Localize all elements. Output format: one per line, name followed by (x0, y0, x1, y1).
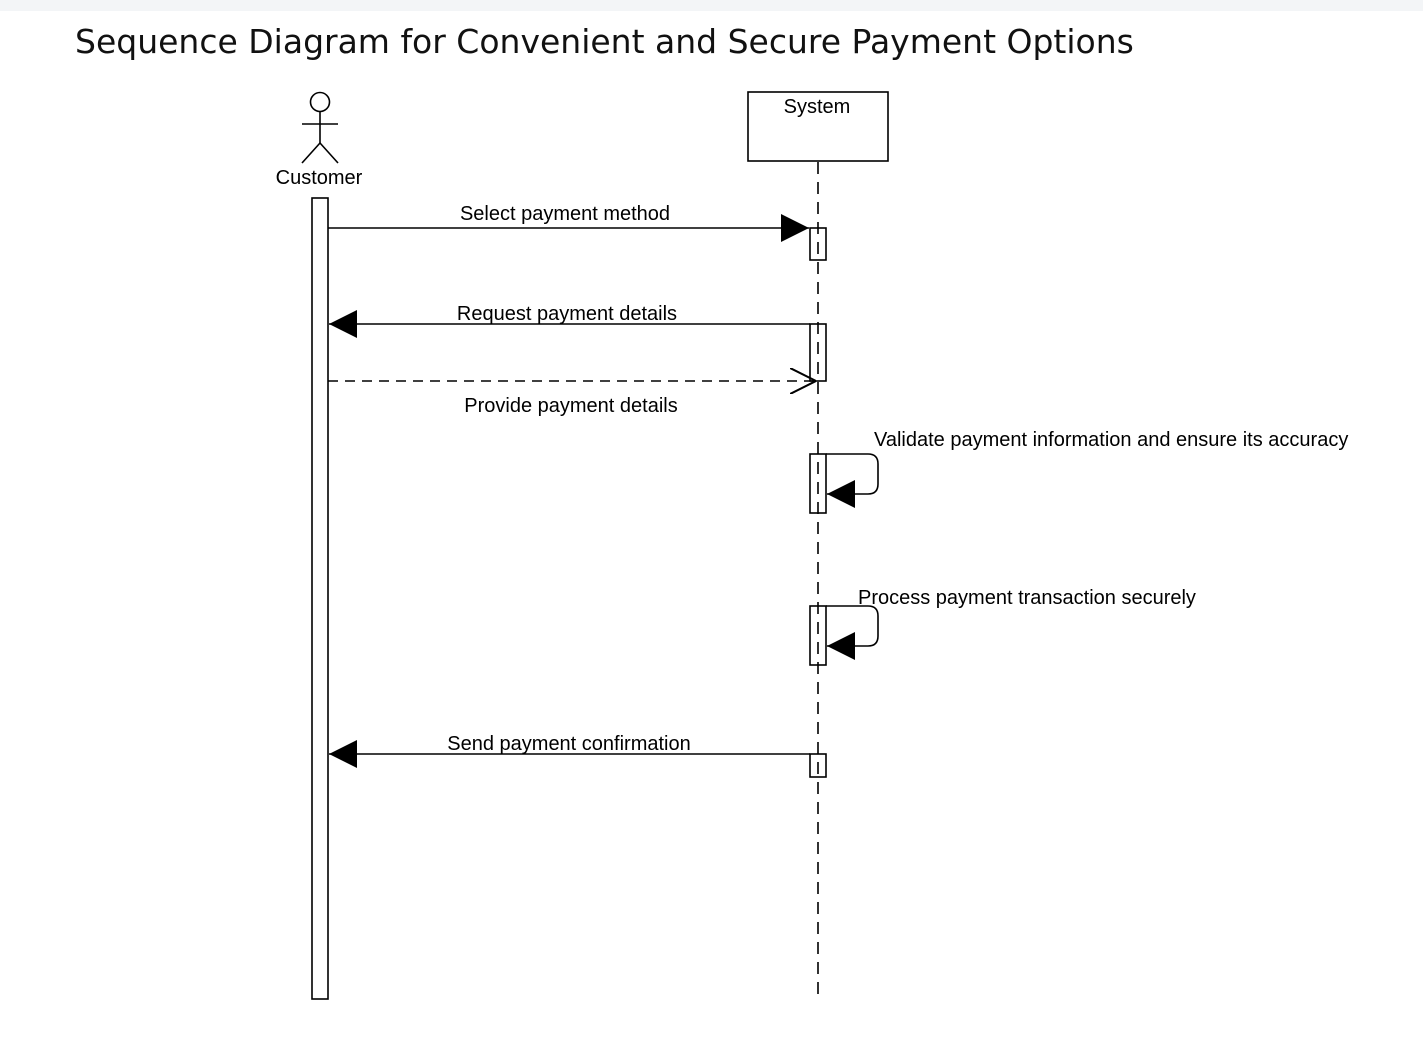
system-activation-2 (809, 323, 827, 382)
system-activation-5 (809, 753, 827, 778)
top-strip (0, 0, 1423, 11)
message-label-process: Process payment transaction securely (858, 587, 1196, 609)
page-title: Sequence Diagram for Convenient and Secu… (75, 22, 1134, 61)
system-activation-3 (809, 453, 827, 514)
message-label-validate: Validate payment information and ensure … (874, 429, 1348, 451)
message-label-send-payment-confirmation: Send payment confirmation (447, 733, 690, 755)
system-activation-1 (809, 227, 827, 261)
message-arrow-validate-self-call (826, 453, 879, 508)
message-label-request-payment-details: Request payment details (457, 303, 677, 325)
message-label-select-payment-method: Select payment method (460, 203, 670, 225)
system-participant: System (747, 91, 889, 162)
customer-actor: Customer (276, 91, 363, 189)
system-activation-4 (809, 605, 827, 666)
message-label-provide-payment-details: Provide payment details (464, 395, 677, 417)
customer-activation-bar (311, 197, 329, 1000)
system-box (747, 91, 889, 162)
system-label: System (784, 96, 851, 118)
stick-figure-icon (301, 91, 339, 164)
customer-label: Customer (276, 167, 363, 189)
message-arrow-process-self-call (826, 605, 879, 660)
